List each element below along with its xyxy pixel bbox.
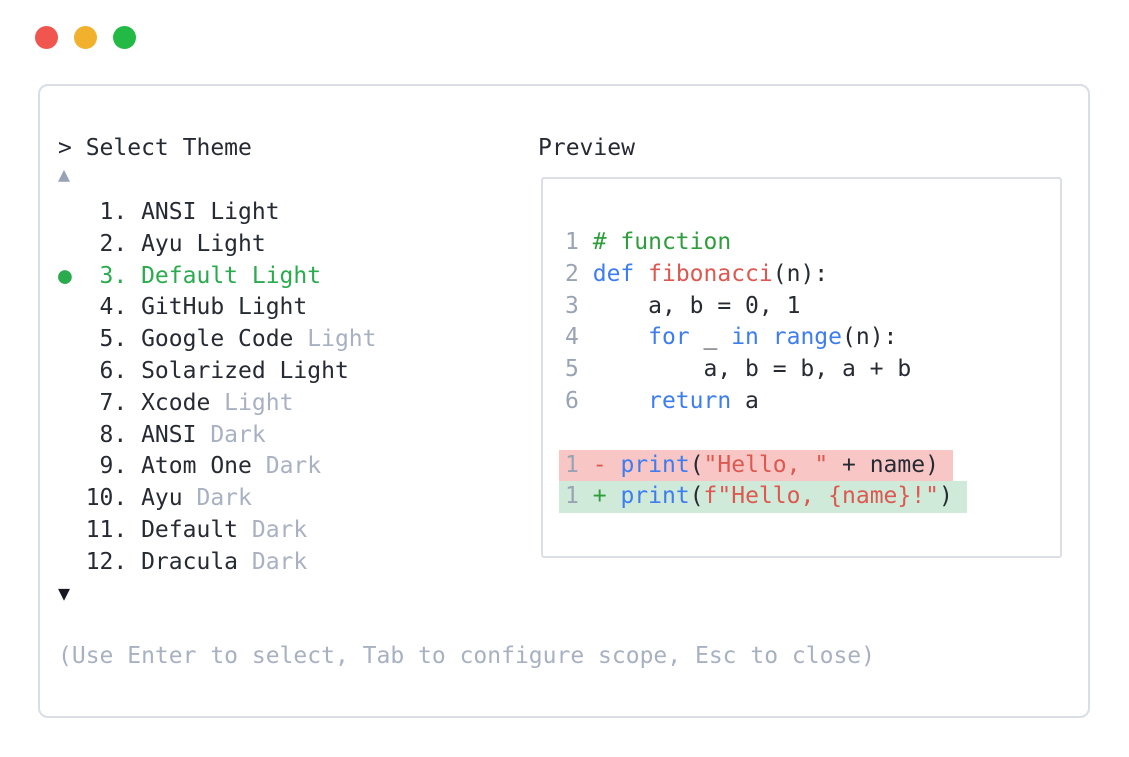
select-theme-prompt: > Select Theme: [58, 135, 252, 161]
maximize-window-button[interactable]: [113, 26, 136, 49]
code-token: a: [731, 387, 759, 414]
code-token: fibonacci: [648, 260, 773, 287]
line-number: 6: [565, 387, 579, 414]
code-token: a, b = 0, 1: [578, 292, 801, 319]
code-token: [579, 229, 593, 255]
theme-list-item[interactable]: 6. Solarized Light: [58, 356, 377, 388]
code-line: 2 def fibonacci(n):: [565, 259, 1060, 291]
code-token: [579, 261, 593, 287]
theme-item-variant-label: Dark: [238, 516, 308, 543]
scroll-up-icon[interactable]: ▲: [58, 162, 71, 186]
theme-item-variant-label: Dark: [251, 453, 322, 480]
theme-list-item[interactable]: 1. ANSI Light: [58, 197, 377, 229]
code-token: print: [620, 483, 690, 510]
theme-item-variant-label: Dark: [238, 548, 308, 575]
theme-list-item[interactable]: 7. Xcode Light: [58, 388, 377, 420]
code-token: [579, 452, 593, 478]
theme-item-label: 5. Google Code: [58, 326, 294, 353]
minimize-window-button[interactable]: [74, 26, 97, 49]
code-token: f"Hello, {name}!": [703, 483, 939, 510]
code-token: [607, 452, 621, 478]
theme-item-variant-label: Dark: [196, 421, 266, 448]
theme-item-label: 11. Default: [58, 516, 239, 543]
code-token: (: [689, 483, 704, 510]
code-token: in: [731, 324, 759, 351]
code-token: [579, 388, 648, 414]
code-token: return: [648, 387, 732, 414]
theme-item-label: 6. Solarized Light: [58, 357, 349, 384]
line-number: 5: [565, 356, 579, 383]
line-number: 1: [565, 229, 579, 255]
code-line: 4 for _ in range(n):: [565, 322, 1060, 354]
line-number: 3: [565, 292, 579, 319]
theme-item-variant-label: Dark: [182, 485, 252, 512]
theme-item-label: 1. ANSI Light: [58, 199, 280, 225]
code-token: +: [592, 483, 607, 510]
theme-list-item[interactable]: 11. Default Dark: [58, 515, 377, 547]
code-token: -: [592, 451, 607, 478]
theme-list-item[interactable]: 4. GitHub Light: [58, 292, 377, 324]
code-line: [565, 418, 1060, 450]
theme-list-item[interactable]: 10. Ayu Dark: [58, 483, 377, 515]
line-number: 4: [565, 324, 579, 351]
scroll-down-icon[interactable]: ▼: [58, 581, 71, 605]
theme-list-item[interactable]: ● 3. Default Light: [58, 261, 377, 293]
line-number: 2: [565, 260, 579, 287]
theme-item-label: 12. Dracula: [58, 548, 239, 575]
code-token: (: [689, 451, 704, 478]
diff-highlight-added: 1 + print(f"Hello, {name}!"): [559, 481, 967, 514]
theme-selector-panel: > Select Theme ▲ 1. ANSI Light 2. Ayu Li…: [38, 84, 1090, 718]
code-line: 6 return a: [565, 386, 1060, 418]
code-token: [759, 324, 773, 350]
code-token: def: [592, 260, 635, 287]
theme-item-label: 2. Ayu Light: [58, 230, 266, 257]
theme-list-item[interactable]: 8. ANSI Dark: [58, 420, 377, 452]
code-line: 5 a, b = b, a + b: [565, 354, 1060, 386]
code-token: print: [620, 451, 690, 478]
theme-list-item[interactable]: 9. Atom One Dark: [58, 451, 377, 483]
code-token: (n):: [772, 260, 829, 287]
code-token: for: [648, 324, 690, 351]
code-token: _: [689, 324, 732, 351]
theme-list-item[interactable]: 12. Dracula Dark: [58, 547, 377, 579]
code-token: (n):: [842, 324, 898, 351]
code-token: a, b = b, a + b: [578, 356, 912, 383]
theme-item-label: ● 3. Default Light: [58, 262, 322, 289]
theme-item-label: 10. Ayu: [58, 485, 183, 512]
theme-item-label: 8. ANSI: [58, 421, 197, 448]
preview-title: Preview: [538, 135, 635, 161]
code-token: [607, 483, 621, 509]
keyboard-hint: (Use Enter to select, Tab to configure s…: [58, 643, 875, 669]
theme-item-variant-label: Light: [210, 389, 294, 416]
code-token: [579, 324, 648, 350]
theme-list-item[interactable]: 2. Ayu Light: [58, 229, 377, 261]
diff-highlight-removed: 1 - print("Hello, " + name): [559, 449, 953, 482]
theme-list: 1. ANSI Light 2. Ayu Light ● 3. Default L…: [58, 197, 377, 579]
diff-line-removed: 1 - print("Hello, " + name): [559, 449, 1060, 482]
line-number: 1: [565, 483, 579, 510]
window-controls: [35, 26, 136, 49]
theme-list-item[interactable]: 5. Google Code Light: [58, 324, 377, 356]
line-number: 1: [565, 451, 579, 478]
theme-item-label: 9. Atom One: [58, 453, 252, 480]
theme-item-variant-label: Light: [293, 326, 377, 353]
code-line: 3 a, b = 0, 1: [565, 291, 1060, 323]
code-token: [579, 483, 593, 509]
code-token: [634, 261, 648, 287]
close-window-button[interactable]: [35, 26, 58, 49]
code-token: # function: [592, 229, 732, 255]
code-token: ): [938, 483, 953, 510]
code-token: range: [772, 324, 843, 351]
code-token: "Hello, ": [703, 451, 829, 478]
diff-line-added: 1 + print(f"Hello, {name}!"): [559, 481, 1060, 514]
code-line: 1 # function: [565, 227, 1060, 259]
theme-item-label: 4. GitHub Light: [58, 294, 308, 321]
theme-item-label: 7. Xcode: [58, 389, 211, 416]
code-token: + name): [828, 451, 939, 478]
